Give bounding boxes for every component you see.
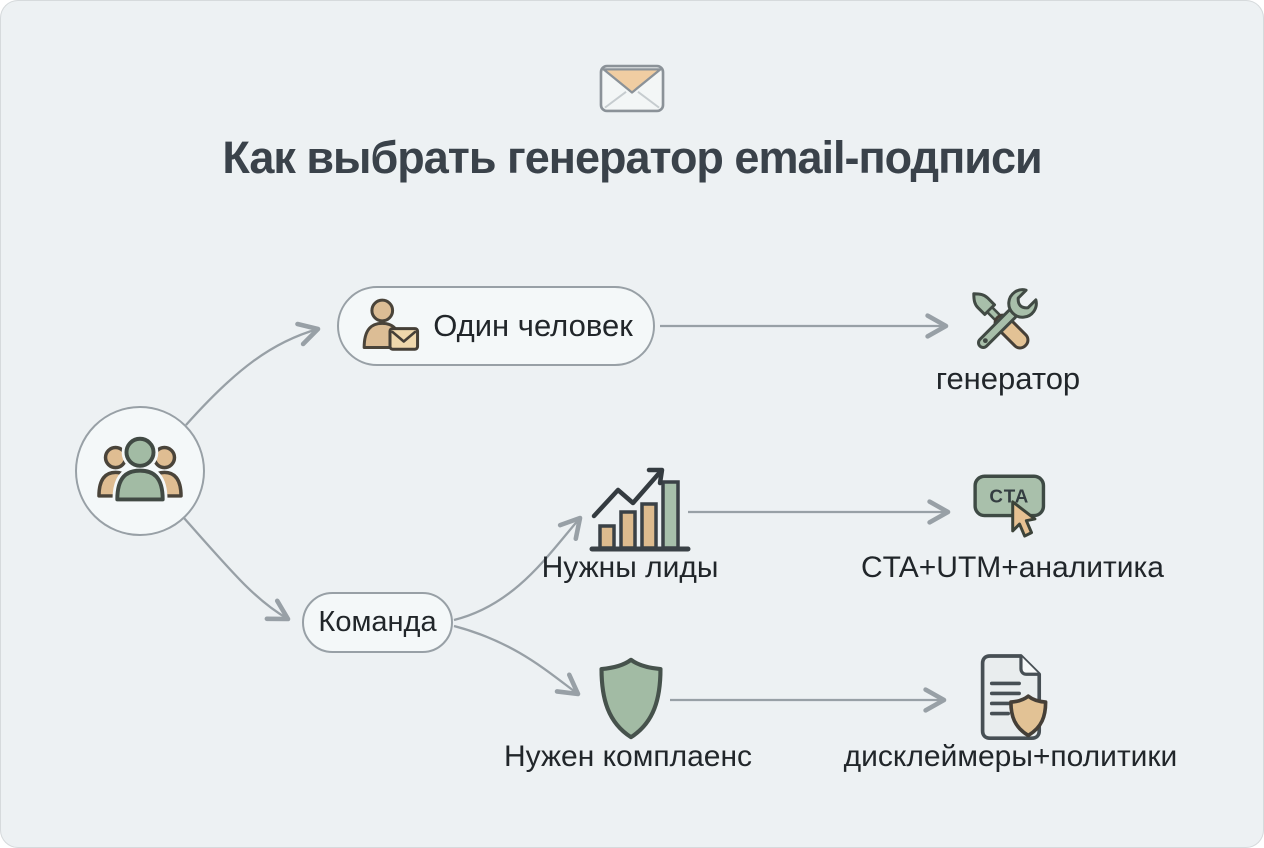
page-title: Как выбрать генератор email-подписи: [222, 132, 1042, 183]
tools-icon: [972, 288, 1038, 350]
node-leads-label: Нужны лиды: [541, 551, 719, 584]
mini-shield-icon: [1009, 694, 1048, 738]
growth-chart-icon: [589, 467, 691, 552]
team-group-icon: [97, 433, 183, 504]
cta-button-text: CTA: [989, 486, 1029, 507]
edge-team-to-compliance: [453, 624, 581, 697]
cursor-pointer-icon: [1011, 500, 1037, 538]
cta-button-icon: CTA: [973, 474, 1046, 538]
person-envelope-icon: [362, 298, 420, 351]
edge-root-to-solo: [185, 321, 321, 426]
root-node-audience: [75, 406, 205, 536]
node-solo-label: Один человек: [433, 308, 633, 343]
node-team: Команда: [302, 592, 453, 653]
node-compliance-label: Нужен комплаенс: [503, 740, 753, 773]
shield-icon: [599, 657, 663, 740]
outcome-cta-label: CTA+UTM+аналитика: [861, 551, 1164, 584]
envelope-icon: [599, 64, 665, 113]
document-shield-icon: [980, 654, 1048, 740]
node-solo-person: Один человек: [337, 286, 655, 366]
edge-root-to-team: [183, 517, 291, 622]
outcome-policies-label: дисклеймеры+политики: [843, 740, 1178, 773]
node-team-label: Команда: [318, 606, 437, 638]
outcome-generator-label: генератор: [935, 361, 1081, 396]
